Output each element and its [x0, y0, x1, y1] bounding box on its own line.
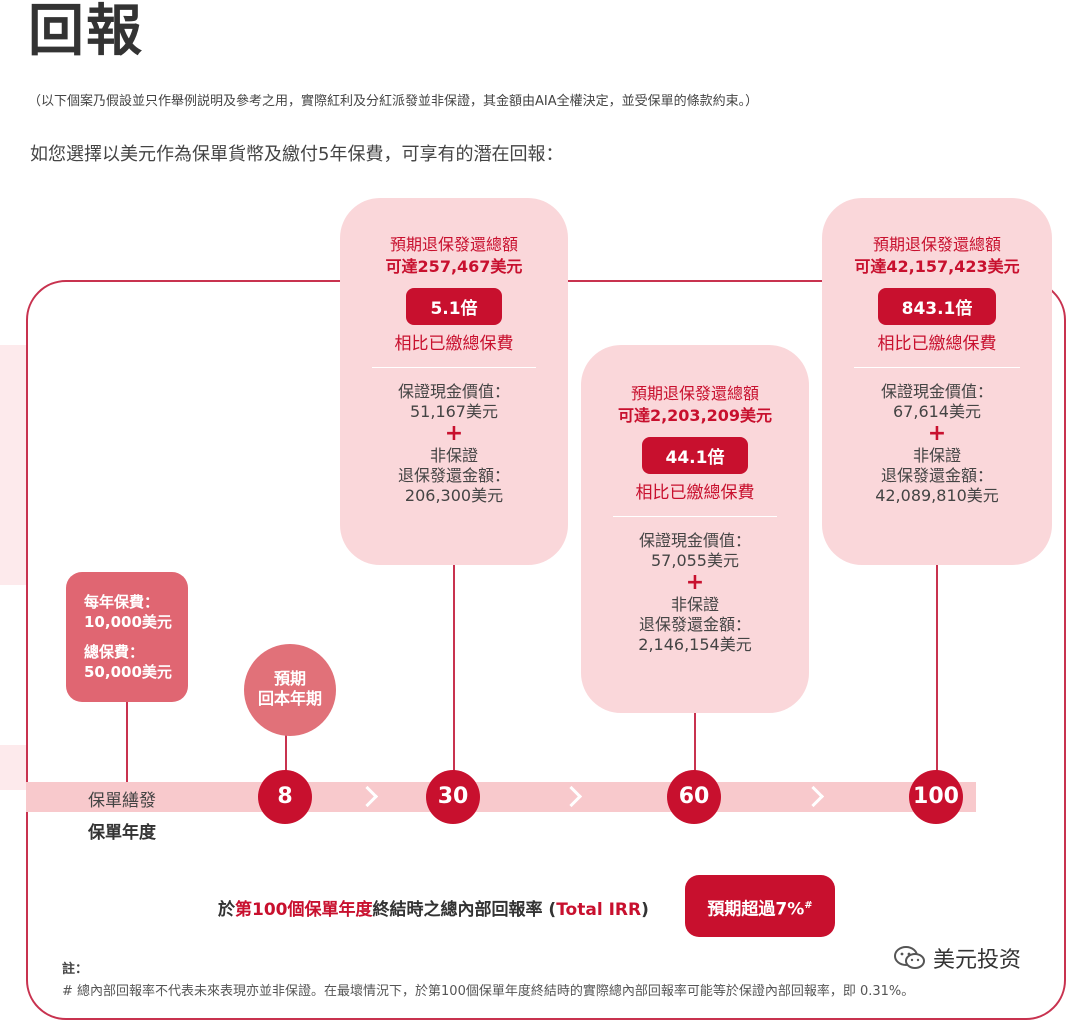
breakeven-line2: 回本年期 — [257, 689, 322, 708]
nonguaranteed-value: 2,146,154美元 — [638, 635, 752, 654]
bubble-lead: 預期退保發還總額 — [872, 235, 1001, 254]
page-title: 回報 — [28, 0, 144, 64]
guaranteed-value: 51,167美元 — [410, 402, 498, 421]
bubble-lead: 預期退保發還總額 — [389, 235, 518, 254]
multiple-badge: 44.1倍 — [641, 437, 749, 474]
nonguaranteed-value: 206,300美元 — [404, 486, 504, 505]
guaranteed-label: 保證現金價值： — [397, 382, 510, 401]
irr-badge-mark: # — [804, 900, 813, 911]
policy-issue-label: 保單繕發 — [88, 791, 156, 811]
milestone-60: 60 — [667, 770, 721, 824]
bubble-year-100: 預期退保發還總額 可達42,157,423美元 843.1倍 相比已繳總保費 保… — [822, 198, 1052, 565]
irr-badge-text: 預期超過7% — [707, 899, 805, 920]
premium-box: 每年保費： 10,000美元 總保費： 50,000美元 — [66, 572, 188, 702]
milestone-30: 30 — [426, 770, 480, 824]
connector-60 — [694, 712, 696, 784]
side-band-lower — [0, 745, 26, 790]
annual-premium-label: 每年保費： — [84, 593, 160, 611]
breakeven-line1: 預期 — [273, 669, 306, 688]
milestone-8: 8 — [258, 770, 312, 824]
plus-icon: + — [927, 421, 947, 446]
disclaimer-text: （以下個案乃假設並只作舉例説明及參考之用，實際紅利及分紅派發並非保證，其金額由A… — [28, 94, 759, 109]
side-band-upper — [0, 345, 26, 585]
plus-icon: + — [444, 421, 464, 446]
irr-middle: 終結時之總內部回報率 ( — [372, 900, 557, 920]
bubble-year-60: 預期退保發還總額 可達2,203,209美元 44.1倍 相比已繳總保費 保證現… — [581, 345, 809, 713]
plus-icon: + — [685, 570, 705, 595]
watermark-text: 美元投资 — [933, 948, 1022, 973]
compare-text: 相比已繳總保費 — [394, 334, 514, 354]
divider — [613, 516, 777, 517]
irr-suffix: ) — [641, 900, 649, 920]
nonguaranteed-label-2: 退保發還金額： — [880, 466, 993, 485]
milestone-100: 100 — [909, 770, 963, 824]
irr-en: Total IRR — [556, 900, 642, 920]
bubble-amount: 可達42,157,423美元 — [854, 257, 1020, 276]
connector-premium — [126, 700, 128, 784]
irr-prefix: 於 — [218, 900, 235, 920]
annual-premium-value: 10,000美元 — [84, 613, 172, 631]
intro-text: 如您選擇以美元作為保單貨幣及繳付5年保費，可享有的潛在回報： — [30, 144, 564, 165]
guaranteed-value: 57,055美元 — [651, 551, 739, 570]
nonguaranteed-label: 非保證 — [670, 595, 719, 614]
breakeven-circle: 預期 回本年期 — [244, 644, 336, 736]
divider — [854, 367, 1020, 368]
nonguaranteed-label-2: 退保發還金額： — [397, 466, 510, 485]
total-premium-value: 50,000美元 — [84, 663, 172, 681]
nonguaranteed-label: 非保證 — [912, 446, 961, 465]
compare-text: 相比已繳總保費 — [877, 334, 997, 354]
multiple-badge: 5.1倍 — [406, 288, 502, 325]
notes-text: # 總內部回報率不代表未來表現亦並非保證。在最壞情況下，於第100個保單年度終結… — [62, 984, 915, 999]
connector-30 — [453, 565, 455, 785]
bubble-amount: 可達257,467美元 — [385, 257, 523, 276]
watermark: 美元投资 — [893, 940, 1021, 976]
guaranteed-value: 67,614美元 — [893, 402, 981, 421]
nonguaranteed-label-2: 退保發還金額： — [638, 615, 751, 634]
compare-text: 相比已繳總保費 — [635, 483, 755, 503]
bubble-lead: 預期退保發還總額 — [630, 384, 759, 403]
nonguaranteed-label: 非保證 — [429, 446, 478, 465]
connector-100 — [936, 565, 938, 785]
total-premium-label: 總保費： — [84, 643, 145, 661]
irr-statement: 於第100個保單年度終結時之總內部回報率 (Total IRR) — [218, 895, 649, 920]
bubble-amount: 可達2,203,209美元 — [617, 406, 773, 425]
connector-breakeven — [285, 734, 287, 784]
guaranteed-label: 保證現金價值： — [638, 531, 751, 550]
divider — [372, 367, 536, 368]
timeline-bar — [26, 782, 976, 812]
irr-badge: 預期超過7%# — [685, 875, 835, 937]
nonguaranteed-value: 42,089,810美元 — [875, 486, 999, 505]
bubble-year-30: 預期退保發還總額 可達257,467美元 5.1倍 相比已繳總保費 保證現金價值… — [340, 198, 568, 565]
irr-highlight: 第100個保單年度 — [235, 900, 373, 920]
multiple-badge: 843.1倍 — [877, 288, 997, 325]
guaranteed-label: 保證現金價值： — [880, 382, 993, 401]
policy-year-label: 保單年度 — [88, 823, 156, 843]
wechat-icon — [894, 946, 925, 969]
notes-title: 註： — [62, 962, 89, 977]
